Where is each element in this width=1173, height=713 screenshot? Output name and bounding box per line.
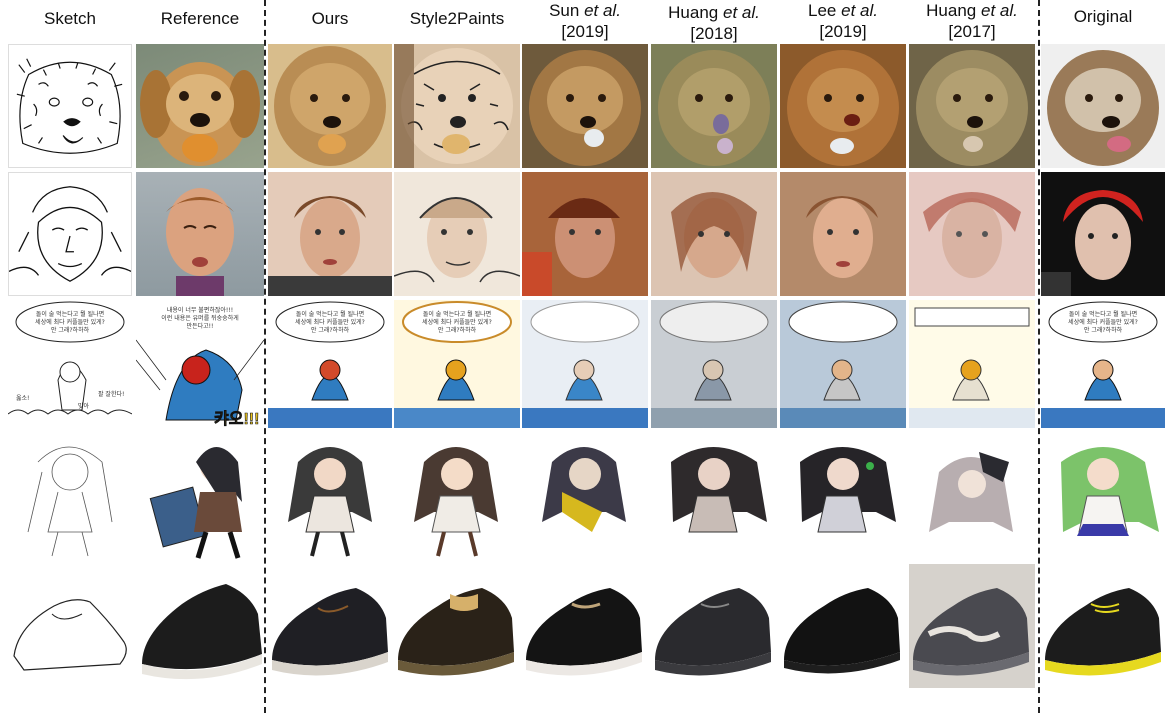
comic-huang-2018-image [651,300,777,428]
comic-huang-2017-image [909,300,1035,428]
svg-text:세상에 최다 커플들만 있게?: 세상에 최다 커플들만 있게? [295,318,365,326]
dog-ours-image [268,44,392,168]
face-huang-2018-image [651,172,777,296]
svg-text:안 그래?하하하: 안 그래?하하하 [51,326,90,334]
column-header-lee-2019: Lee et al. [2019] [808,1,878,41]
face-reference-image [136,172,264,296]
column-header-sun-2019: Sun et al. [2019] [549,1,621,41]
face-sketch-image [8,172,132,296]
shoe-sketch-image [8,564,132,688]
dog-sun-2019-image [522,44,648,168]
column-header-original: Original [1073,7,1133,26]
svg-text:돌이 술 먹는다고 뭘 될나면: 돌이 술 먹는다고 뭘 될나면 [36,310,104,318]
shoe-ours-image [268,564,392,688]
shoe-lee-2019-image [780,564,906,688]
face-huang-2017-image [909,172,1035,296]
shoe-reference-image [136,564,264,688]
shoe-style2paints-image [394,564,520,688]
svg-text:돌이 술 먹는다고 뭘 될나면: 돌이 술 먹는다고 뭘 될나면 [1069,310,1137,318]
comic-ours-image: 돌이 술 먹는다고 뭘 될나면 세상에 최다 커플들만 있게? 안 그래?하하하 [268,300,392,428]
dog-original-image [1041,44,1165,168]
svg-text:안 그래?하하하: 안 그래?하하하 [1084,326,1123,334]
face-ours-image [268,172,392,296]
face-style2paints-image [394,172,520,296]
svg-text:맞아: 맞아 [78,402,90,410]
svg-text:돌이 술 먹는다고 뭘 될나면: 돌이 술 먹는다고 뭘 될나면 [423,310,491,318]
svg-text:세상에 최다 커플들만 있게?: 세상에 최다 커플들만 있게? [35,318,105,326]
svg-text:돌이 술 먹는다고 뭘 될나면: 돌이 술 먹는다고 뭘 될나면 [296,310,364,318]
anime-lee-2019-image [780,432,906,560]
anime-original-image [1041,432,1165,560]
column-header-huang-2018: Huang et al. [2018] [668,3,760,43]
anime-huang-2018-image [651,432,777,560]
anime-sun-2019-image [522,432,648,560]
comic-lee-2019-image [780,300,906,428]
anime-sketch-image [8,432,132,560]
column-header-ours: Ours [311,9,349,28]
anime-style2paints-image [394,432,520,560]
comic-reference-image: 내용이 너무 불편하잖아!!! 이런 내용은 유머를 뒤숭숭하게 만든다고!! … [136,300,264,428]
shoe-huang-2018-image [651,564,777,688]
shoe-huang-2017-image [909,564,1035,688]
svg-text:세상에 최다 커플들만 있게?: 세상에 최다 커플들만 있게? [1068,318,1138,326]
svg-text:내용이 너무 불편하잖아!!!: 내용이 너무 불편하잖아!!! [167,306,233,314]
anime-reference-image [136,432,264,560]
comic-style2paints-image: 돌이 술 먹는다고 뭘 될나면 세상에 최다 커플들만 있게? 안 그래?하하하 [394,300,520,428]
svg-text:옳소!: 옳소! [16,395,29,402]
comic-sun-2019-image [522,300,648,428]
anime-ours-image [268,432,392,560]
column-header-huang-2017: Huang et al. [2017] [926,1,1018,41]
svg-text:세상에 최다 커플들만 있게?: 세상에 최다 커플들만 있게? [422,318,492,326]
dog-style2paints-image [394,44,520,168]
separator-left [264,0,266,713]
column-header-style2paints: Style2Paints [409,9,505,28]
dog-lee-2019-image [780,44,906,168]
svg-text:안 그래?하하하: 안 그래?하하하 [438,326,477,334]
svg-text:팔 잘한다!: 팔 잘한다! [98,390,124,398]
column-header-reference: Reference [160,9,240,28]
svg-text:만든다고!!: 만든다고!! [187,322,214,330]
comic-sketch-image: 돌이 술 먹는다고 뭘 될나면 세상에 최다 커플들만 있게? 안 그래?하하하… [8,300,132,428]
dog-reference-image [136,44,264,168]
face-lee-2019-image [780,172,906,296]
anime-huang-2017-image [909,432,1035,560]
face-sun-2019-image [522,172,648,296]
svg-text:안 그래?하하하: 안 그래?하하하 [311,326,350,334]
separator-right [1038,0,1040,713]
shoe-sun-2019-image [522,564,648,688]
dog-huang-2018-image [651,44,777,168]
svg-text:캬오!!!: 캬오!!! [214,410,259,428]
column-header-sketch: Sketch [44,9,96,28]
face-original-image [1041,172,1165,296]
svg-text:이런 내용은 유머를 뒤숭숭하게: 이런 내용은 유머를 뒤숭숭하게 [161,314,238,322]
comic-original-image: 돌이 술 먹는다고 뭘 될나면 세상에 최다 커플들만 있게? 안 그래?하하하 [1041,300,1165,428]
dog-sketch-image [8,44,132,168]
shoe-original-image [1041,564,1165,688]
dog-huang-2017-image [909,44,1035,168]
